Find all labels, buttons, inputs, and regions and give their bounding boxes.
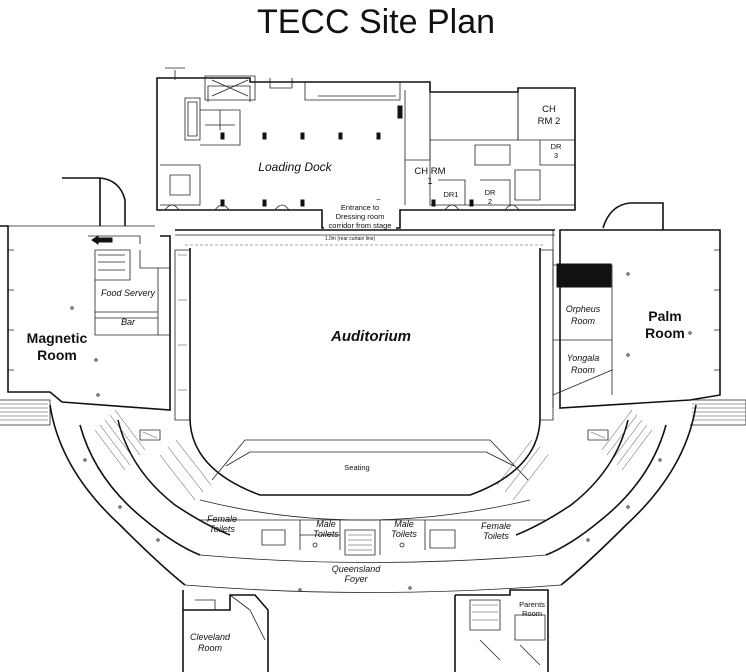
dr-3-label: DR 3 xyxy=(551,142,562,160)
svg-text:Room: Room xyxy=(571,316,596,326)
parents-room-label: Parents Room xyxy=(519,600,545,618)
loading-dock-label: Loading Dock xyxy=(258,160,332,174)
ch-rm-1-label: CH RM 1 xyxy=(414,166,445,187)
svg-text:Toilets: Toilets xyxy=(209,524,235,534)
svg-text:Male: Male xyxy=(316,519,336,529)
entrance-label: Entrance to Dressing room corridor from … xyxy=(324,200,396,242)
svg-text:1.0m (rear curtain line): 1.0m (rear curtain line) xyxy=(325,236,376,242)
svg-text:Dressing room: Dressing room xyxy=(336,212,385,221)
svg-text:CH RM: CH RM xyxy=(414,166,445,177)
orpheus-room-label: Orpheus Room xyxy=(566,304,601,326)
svg-text:2: 2 xyxy=(488,197,492,206)
food-servery-label: Food Servery xyxy=(101,288,156,298)
female-toilets-right-label: Female Toilets xyxy=(481,521,511,541)
cleveland-room-area xyxy=(182,590,269,672)
svg-text:CH: CH xyxy=(542,104,556,115)
loading-dock-area xyxy=(156,67,576,229)
dr-1-label: DR1 xyxy=(443,190,458,199)
svg-text:Toilets: Toilets xyxy=(313,529,339,539)
female-toilets-left-label: Female Toilets xyxy=(207,514,237,534)
auditorium-label: Auditorium xyxy=(330,328,411,345)
toilet-blocks xyxy=(261,520,456,556)
svg-text:Entrance to: Entrance to xyxy=(341,203,379,212)
male-toilets-right-label: Male Toilets xyxy=(391,519,417,539)
svg-text:Toilets: Toilets xyxy=(483,531,509,541)
parents-room-area xyxy=(454,589,549,672)
svg-text:Room: Room xyxy=(37,347,77,363)
seating-area xyxy=(159,439,549,501)
svg-text:Parents: Parents xyxy=(519,600,545,609)
svg-text:Female: Female xyxy=(481,521,511,531)
svg-text:Yongala: Yongala xyxy=(567,353,600,363)
male-toilets-left-label: Male Toilets xyxy=(313,519,339,539)
dr-2-label: DR 2 xyxy=(485,188,496,206)
yongala-room-label: Yongala Room xyxy=(567,353,600,375)
svg-text:corridor from stage: corridor from stage xyxy=(329,221,392,230)
svg-text:Palm: Palm xyxy=(648,308,681,324)
cleveland-room-label: Cleveland Room xyxy=(190,632,231,653)
svg-text:Cleveland: Cleveland xyxy=(190,632,231,642)
queensland-foyer-label: Queensland Foyer xyxy=(332,564,382,584)
svg-text:Room: Room xyxy=(571,365,596,375)
svg-text:Room: Room xyxy=(522,609,542,618)
palm-room-label: Palm Room xyxy=(645,308,685,341)
ch-rm-2-label: CH RM 2 xyxy=(538,104,561,127)
bar-label: Bar xyxy=(121,317,136,327)
plan-title: TECC Site Plan xyxy=(257,3,495,41)
svg-text:DR: DR xyxy=(485,188,496,197)
svg-text:3: 3 xyxy=(554,151,558,160)
auditorium-area xyxy=(189,248,541,521)
magnetic-room-area xyxy=(0,177,191,426)
svg-text:Magnetic: Magnetic xyxy=(27,330,88,346)
svg-text:Orpheus: Orpheus xyxy=(566,304,601,314)
svg-text:Male: Male xyxy=(394,519,414,529)
magnetic-room-label: Magnetic Room xyxy=(27,330,88,363)
svg-text:1: 1 xyxy=(427,176,432,187)
svg-text:Room: Room xyxy=(645,325,685,341)
svg-text:Queensland: Queensland xyxy=(332,564,382,574)
palm-room-area xyxy=(539,202,746,426)
foyer-curves xyxy=(49,404,697,593)
svg-text:Female: Female xyxy=(207,514,237,524)
svg-text:DR: DR xyxy=(551,142,562,151)
svg-text:Room: Room xyxy=(198,643,223,653)
svg-text:RM 2: RM 2 xyxy=(538,116,561,127)
svg-text:Toilets: Toilets xyxy=(391,529,417,539)
svg-text:Foyer: Foyer xyxy=(344,574,368,584)
seating-label: Seating xyxy=(344,463,369,472)
